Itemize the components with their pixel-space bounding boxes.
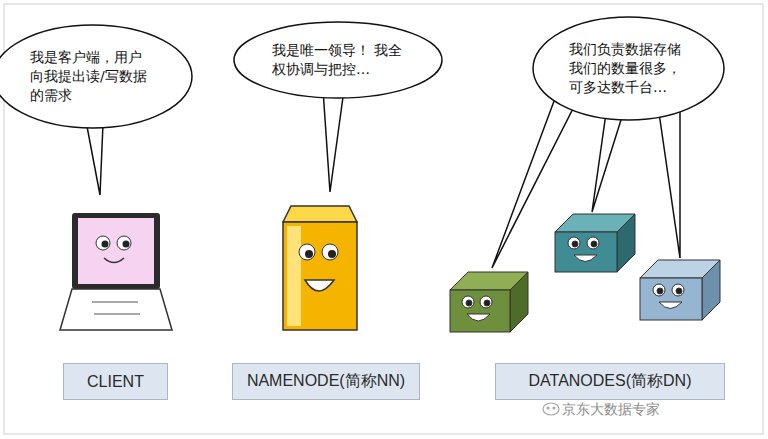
bubble-text: 我们负责数据存储 我们的数量很多， 可多达数千台…: [569, 40, 689, 97]
watermark: 京东大数据专家: [562, 401, 660, 419]
bubble-text: 我是唯一领导！ 我全权协调与把控…: [272, 41, 404, 79]
laptop-client: [60, 213, 172, 330]
box-label: NAMENODE(简称NN): [247, 371, 405, 392]
label-box: CLIENT: [63, 363, 168, 400]
label-box: DATANODES(简称DN): [495, 363, 725, 400]
bubble-text: 我是客户端，用户 向我提出读/写数据 的需求: [30, 48, 156, 105]
bubble-outline: [233, 21, 443, 99]
datanode-cube: [555, 214, 635, 272]
speech-bubble: 我们负责数据存储 我们的数量很多， 可多达数千台…: [532, 16, 725, 121]
datanode-cube: [640, 260, 720, 320]
label-box: NAMENODE(简称NN): [232, 363, 420, 400]
namenode-server: [283, 206, 357, 330]
watermark-icon: [543, 403, 559, 415]
speech-bubble: 我是唯一领导！ 我全权协调与把控…: [233, 21, 443, 99]
box-label: DATANODES(简称DN): [529, 371, 692, 392]
speech-bubble: 我是客户端，用户 向我提出读/写数据 的需求: [0, 24, 193, 129]
box-label: CLIENT: [87, 373, 144, 391]
datanode-cube: [450, 272, 528, 332]
frame: [4, 4, 763, 434]
